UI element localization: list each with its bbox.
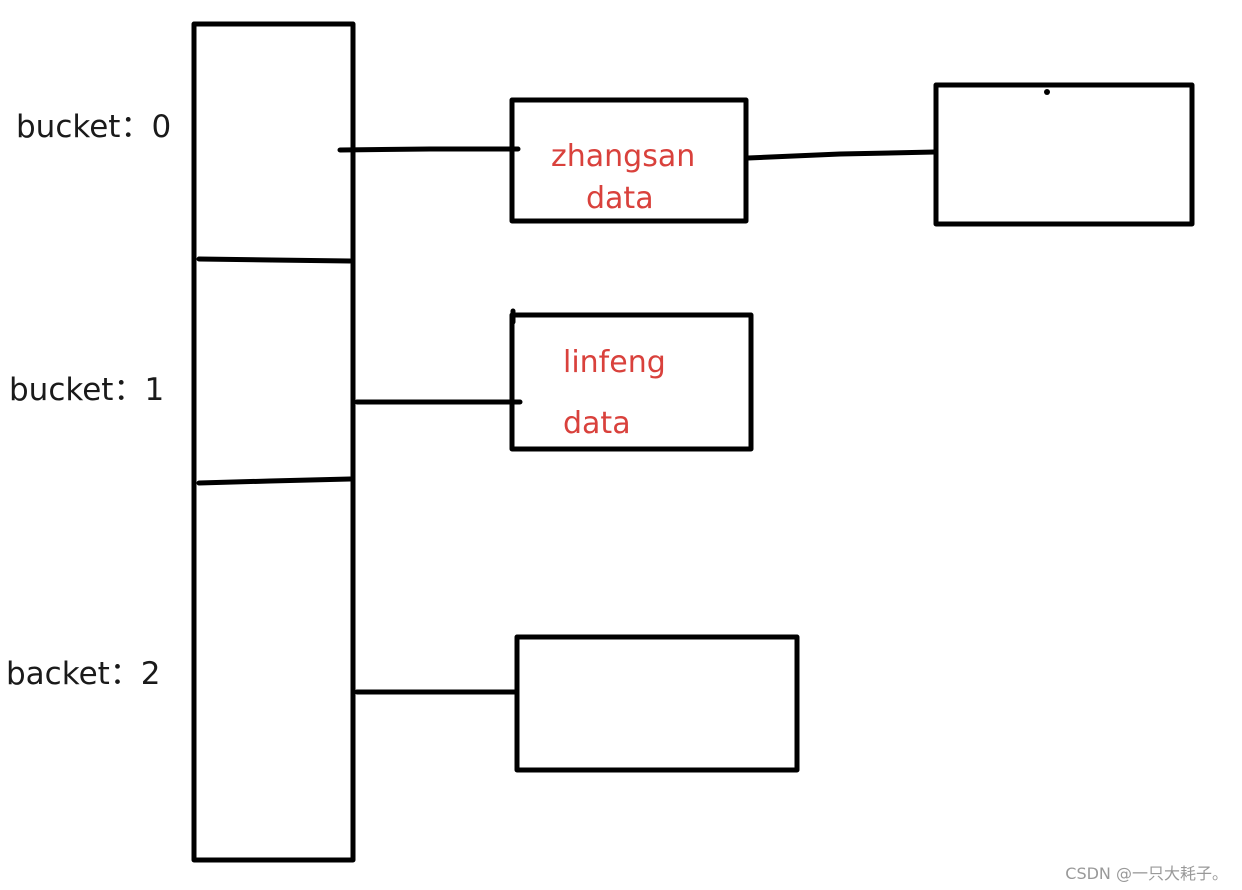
connector-zhangsan-chained	[745, 149, 938, 161]
ink-dot	[1044, 89, 1050, 95]
bucket-label-2: backet：2	[6, 656, 161, 692]
node-key-linfeng: linfeng	[563, 345, 666, 380]
node-box-bucket2-empty	[514, 634, 800, 773]
node-key-zhangsan: zhangsan	[551, 139, 696, 174]
bucket-divider-0-1	[196, 256, 353, 264]
bucket-array	[191, 21, 356, 863]
watermark: CSDN @一只大耗子。	[1065, 864, 1228, 883]
node-box-chained-empty	[933, 82, 1195, 227]
node-box-linfeng	[509, 312, 754, 452]
bucket-divider-1-2	[196, 476, 353, 486]
node-value-zhangsan: data	[586, 181, 654, 216]
bucket-label-0: bucket：0	[16, 109, 172, 145]
node-value-linfeng: data	[563, 406, 631, 441]
connector-bucket0-zhangsan	[337, 146, 521, 153]
bucket-label-1: bucket：1	[9, 372, 165, 408]
node-box-zhangsan	[509, 97, 749, 224]
